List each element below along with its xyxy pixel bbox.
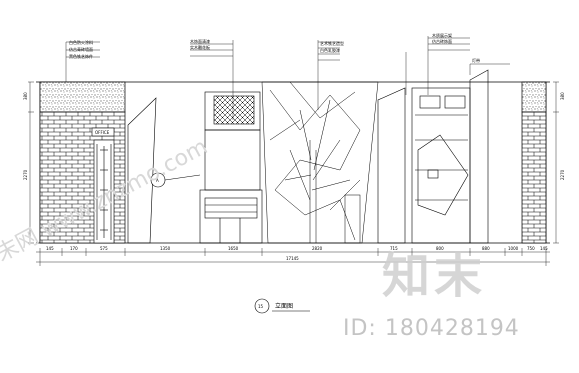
svg-text:380: 380 <box>560 92 565 100</box>
title-index: 15 <box>258 304 264 309</box>
watermark-id: ID: 180428194 <box>343 316 520 341</box>
svg-text:145: 145 <box>46 246 54 251</box>
svg-text:170: 170 <box>70 246 78 251</box>
svg-text:艺术铁艺造型: 艺术铁艺造型 <box>320 40 344 46</box>
left-dimensions <box>28 81 34 244</box>
svg-text:1350: 1350 <box>160 246 171 251</box>
svg-text:灯带: 灯带 <box>472 57 480 63</box>
entrance-door <box>91 127 115 244</box>
svg-text:黑色铁艺饰件: 黑色铁艺饰件 <box>69 53 93 59</box>
svg-text:750: 750 <box>527 246 535 251</box>
svg-text:2820: 2820 <box>312 246 323 251</box>
annotation-leaders <box>65 36 510 120</box>
svg-text:1000: 1000 <box>508 246 519 251</box>
svg-text:实木雕花板: 实木雕花板 <box>190 44 210 50</box>
svg-text:575: 575 <box>100 246 108 251</box>
tree-feature <box>261 81 379 244</box>
svg-text:380: 380 <box>23 92 28 100</box>
right-brick-wall <box>521 81 547 244</box>
svg-text:白色乳胶漆: 白色乳胶漆 <box>320 47 340 53</box>
svg-text:1650: 1650 <box>228 246 239 251</box>
title-text: 立面图 <box>275 302 293 310</box>
svg-text:2270: 2270 <box>560 169 565 180</box>
svg-text:17145: 17145 <box>286 256 299 261</box>
svg-text:A: A <box>156 178 159 183</box>
center-panels <box>127 91 263 244</box>
right-shelving <box>377 69 489 244</box>
door-sign: OFFICE <box>95 130 110 135</box>
svg-text:白色防火涂料: 白色防火涂料 <box>69 39 93 45</box>
svg-text:仿古青砖墙面: 仿古青砖墙面 <box>69 46 93 52</box>
svg-text:715: 715 <box>390 246 398 251</box>
detail-callout: A <box>150 172 201 188</box>
svg-text:800: 800 <box>436 246 444 251</box>
svg-text:仿古砖饰面: 仿古砖饰面 <box>432 38 452 44</box>
bottom-dimension-lines <box>36 248 550 266</box>
svg-text:木饰面清漆: 木饰面清漆 <box>190 38 210 44</box>
annotation-texts: 白色防火涂料 仿古青砖墙面 黑色铁艺饰件 木饰面清漆 实木雕花板 艺术铁艺造型 … <box>69 32 480 63</box>
bottom-dimension-texts: 145 170 575 1350 1650 2820 715 800 880 1… <box>46 246 548 261</box>
right-dimensions <box>553 81 559 244</box>
svg-text:880: 880 <box>482 246 490 251</box>
svg-text:2270: 2270 <box>23 169 28 180</box>
drawing-title: 15 立面图 <box>254 298 310 314</box>
watermark-logo: 知末 <box>382 248 487 304</box>
svg-text:木质展示架: 木质展示架 <box>432 32 452 38</box>
svg-text:145: 145 <box>540 246 548 251</box>
